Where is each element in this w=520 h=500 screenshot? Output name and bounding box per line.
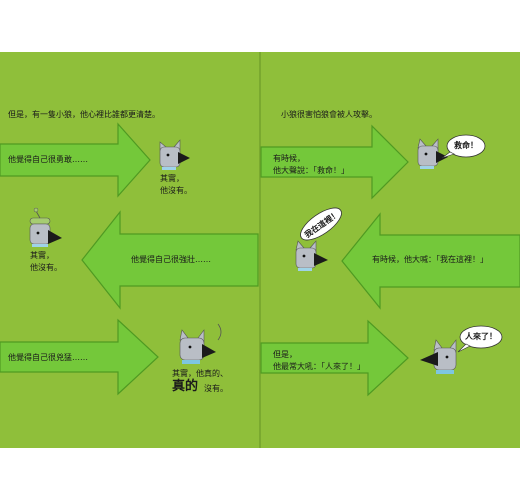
arrow-right-3 xyxy=(0,318,159,396)
arrow-right-4 xyxy=(260,124,409,200)
arrow-text-brave: 他覺得自己很勇敢…… xyxy=(8,155,88,164)
caption-3-end: 沒有。 xyxy=(204,384,228,393)
book-spread: 但是，有一隻小狼，他心裡比誰都更清楚。 他覺得自己很勇敢…… 其實， 他沒有。 … xyxy=(0,52,520,448)
wolf-icon-1 xyxy=(159,139,190,170)
arrow-left-2 xyxy=(81,210,259,310)
speech-bubble-3 xyxy=(457,325,503,353)
caption-1-line2: 他沒有。 xyxy=(160,186,192,195)
speech-bubble-2 xyxy=(300,207,342,241)
book-gutter xyxy=(259,52,261,448)
left-intro-text: 但是，有一隻小狼，他心裡比誰都更清楚。 xyxy=(8,110,160,119)
wolf-icon-5 xyxy=(295,240,328,271)
right-row1-line1: 有時候， xyxy=(273,154,305,163)
right-row3-line1: 但是， xyxy=(273,350,297,359)
wolf-icon-6 xyxy=(420,339,457,374)
right-row1-line2: 他大聲說：「救命！」 xyxy=(273,166,349,175)
right-row3-line2: 他最常大吼：「人來了！」 xyxy=(273,362,365,371)
illustrations xyxy=(0,122,520,397)
caption-1-line1: 其實， xyxy=(160,174,184,183)
right-intro-text: 小狼很害怕狼會被人攻擊。 xyxy=(281,110,377,119)
bubble-text-people: 人來了！ xyxy=(465,332,497,341)
caption-3-emphasis: 真的 xyxy=(172,379,199,394)
wolf-icon-3 xyxy=(179,323,222,364)
speech-bubble-1 xyxy=(441,134,486,159)
wolf-icon-4 xyxy=(417,138,448,169)
bubble-text-help: 救命！ xyxy=(454,141,478,150)
arrow-right-6 xyxy=(260,319,409,397)
arrow-text-strong: 他覺得自己很強壯…… xyxy=(131,255,211,264)
arrow-text-here: 有時候，他大喊：「我在這裡！」 xyxy=(372,255,488,264)
caption-2-line1: 其實， xyxy=(30,251,54,260)
arrow-text-fierce: 他覺得自己很兇猛…… xyxy=(8,353,88,362)
caption-3-line1: 其實，他真的、 xyxy=(172,369,228,378)
arrow-right-1 xyxy=(0,122,151,198)
arrow-left-5 xyxy=(341,212,520,310)
caption-2-line2: 他沒有。 xyxy=(30,263,62,272)
wolf-icon-2 xyxy=(29,207,62,247)
